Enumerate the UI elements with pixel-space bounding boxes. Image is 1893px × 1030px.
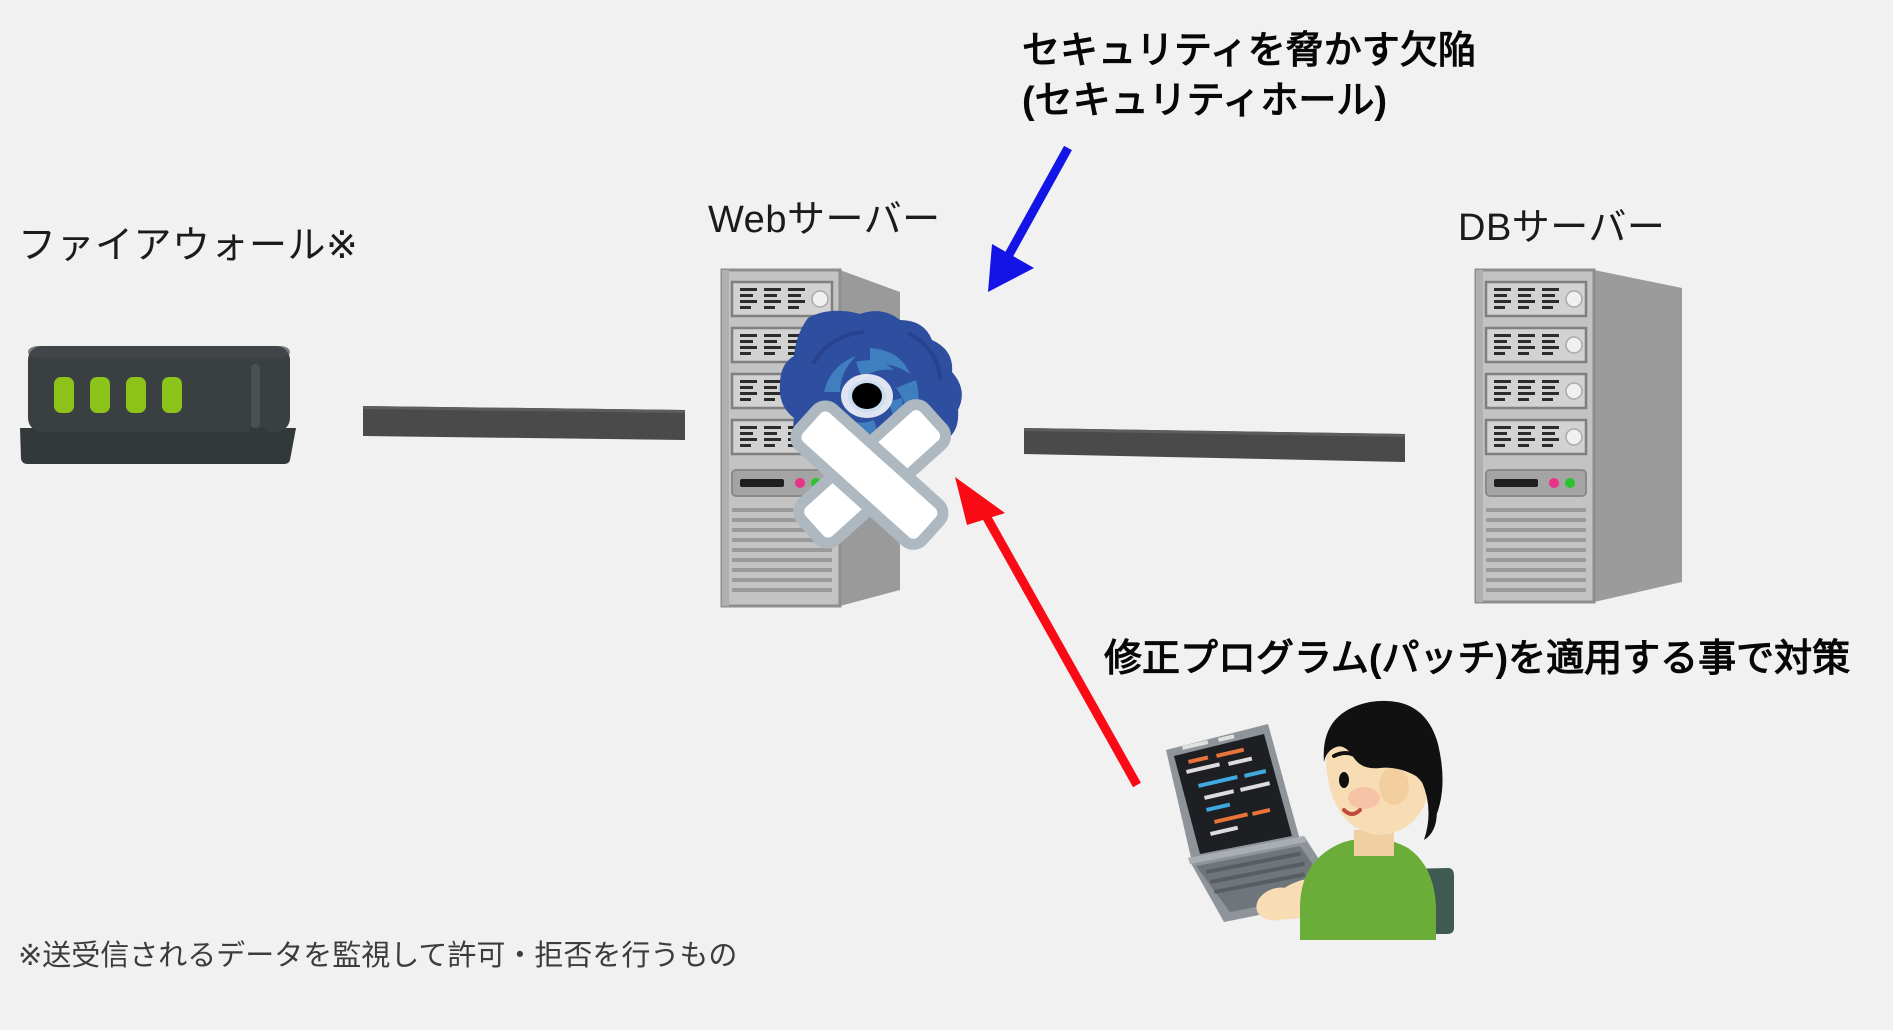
firewall-footnote: ※送受信されるデータを監視して許可・拒否を行うもの (18, 940, 738, 972)
firewall-label: ファイアウォール※ (18, 225, 359, 267)
blue-arrow-to-security-hole (950, 110, 1150, 310)
security-hole-annotation-line2: (セキュリティホール) (1022, 80, 1388, 123)
firewall-appliance-illustration (8, 336, 308, 468)
security-hole-annotation-line1: セキュリティを脅かす欠陥 (1022, 30, 1476, 72)
web-server-to-db-server-link (1020, 412, 1405, 464)
db-server-rack-illustration (1468, 258, 1698, 608)
programmer-with-laptop-illustration (1148, 690, 1468, 940)
firewall-to-web-server-link (355, 392, 685, 444)
web-server-drive-bay (731, 469, 833, 497)
web-server-label: Webサーバー (708, 199, 941, 241)
web-server-rack-illustration (710, 258, 1020, 618)
db-server-drive-bay (1485, 469, 1587, 497)
firewall-led-group (54, 377, 182, 413)
patch-annotation-line1: 修正プログラム(パッチ)を適用する事で対策 (1104, 638, 1851, 680)
db-server-label: DBサーバー (1458, 207, 1666, 249)
security-hole-annotation: セキュリティを脅かす欠陥 (セキュリティホール) (1022, 26, 1476, 126)
patch-annotation: 修正プログラム(パッチ)を適用する事で対策 (1104, 634, 1850, 684)
laptop-code-lines (1182, 734, 1271, 836)
patch-bandage (790, 399, 952, 550)
red-arrow-to-patch (925, 455, 1160, 800)
